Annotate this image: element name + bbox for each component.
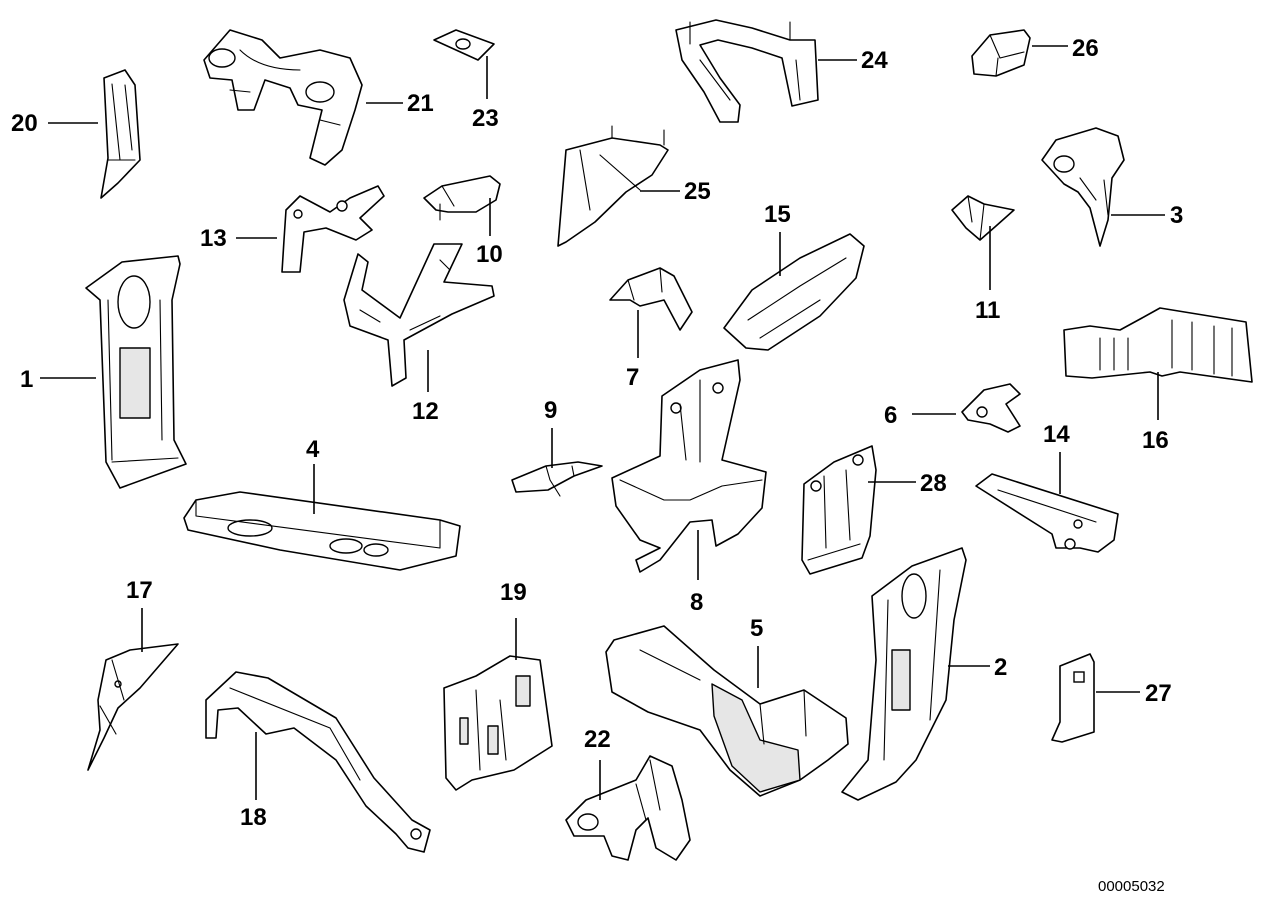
part-9 bbox=[511, 461, 603, 497]
callout-11: 11 bbox=[975, 226, 1000, 324]
part-number-8: 8 bbox=[690, 589, 703, 616]
part-number-19: 19 bbox=[500, 579, 527, 606]
part-number-21: 21 bbox=[407, 90, 434, 117]
part-number-26: 26 bbox=[1072, 35, 1099, 62]
callout-19: 19 bbox=[500, 579, 527, 660]
callout-1: 1 bbox=[20, 366, 96, 393]
callout-28: 28 bbox=[868, 470, 947, 497]
part-number-2: 2 bbox=[994, 654, 1007, 681]
part-number-1: 1 bbox=[20, 366, 33, 393]
part-number-17: 17 bbox=[126, 577, 153, 604]
part-2 bbox=[841, 547, 967, 801]
callout-10: 10 bbox=[476, 198, 503, 268]
part-17 bbox=[87, 643, 179, 771]
part-7 bbox=[609, 267, 693, 331]
part-number-22: 22 bbox=[584, 726, 611, 753]
callout-8: 8 bbox=[690, 530, 703, 616]
part-24 bbox=[675, 19, 819, 123]
document-id: 00005032 bbox=[1098, 878, 1165, 895]
part-12 bbox=[343, 243, 495, 387]
part-number-23: 23 bbox=[472, 105, 499, 132]
part-number-10: 10 bbox=[476, 241, 503, 268]
part-number-11: 11 bbox=[975, 297, 1000, 324]
part-number-24: 24 bbox=[861, 47, 888, 74]
callout-18: 18 bbox=[240, 732, 267, 831]
part-18 bbox=[205, 671, 431, 853]
part-5 bbox=[605, 625, 849, 797]
part-11 bbox=[951, 195, 1015, 241]
part-22 bbox=[565, 755, 691, 861]
callout-21: 21 bbox=[366, 90, 434, 117]
callout-24: 24 bbox=[818, 47, 888, 74]
part-number-9: 9 bbox=[544, 397, 557, 424]
part-number-27: 27 bbox=[1145, 680, 1172, 707]
part-number-14: 14 bbox=[1043, 421, 1070, 448]
part-number-4: 4 bbox=[306, 436, 320, 463]
part-28 bbox=[801, 445, 877, 575]
part-number-25: 25 bbox=[684, 178, 711, 205]
part-number-12: 12 bbox=[412, 398, 439, 425]
part-16 bbox=[1063, 307, 1253, 383]
part-number-3: 3 bbox=[1170, 202, 1183, 229]
part-14 bbox=[975, 473, 1119, 553]
callout-2: 2 bbox=[948, 654, 1007, 681]
callout-7: 7 bbox=[626, 310, 639, 391]
part-number-6: 6 bbox=[884, 402, 897, 429]
callout-22: 22 bbox=[584, 726, 611, 800]
part-4 bbox=[183, 491, 461, 571]
part-3 bbox=[1041, 127, 1125, 247]
callout-26: 26 bbox=[1032, 35, 1099, 62]
callout-3: 3 bbox=[1111, 202, 1183, 229]
part-23 bbox=[433, 29, 495, 61]
part-number-5: 5 bbox=[750, 615, 763, 642]
part-19 bbox=[443, 655, 553, 791]
part-27 bbox=[1051, 653, 1095, 743]
callout-9: 9 bbox=[544, 397, 557, 468]
callout-20: 20 bbox=[11, 110, 98, 137]
part-15 bbox=[723, 233, 865, 351]
callout-13: 13 bbox=[200, 225, 277, 252]
part-6 bbox=[961, 383, 1021, 433]
callout-15: 15 bbox=[764, 201, 791, 276]
callout-4: 4 bbox=[306, 436, 320, 514]
part-21 bbox=[203, 29, 363, 166]
part-number-18: 18 bbox=[240, 804, 267, 831]
part-1 bbox=[85, 255, 187, 489]
part-13 bbox=[281, 185, 385, 273]
callout-17: 17 bbox=[126, 577, 153, 652]
part-8 bbox=[611, 359, 767, 573]
callout-14: 14 bbox=[1043, 421, 1070, 494]
part-number-16: 16 bbox=[1142, 427, 1169, 454]
part-number-20: 20 bbox=[11, 110, 38, 137]
part-number-28: 28 bbox=[920, 470, 947, 497]
part-number-13: 13 bbox=[200, 225, 227, 252]
callout-27: 27 bbox=[1096, 680, 1172, 707]
callout-25: 25 bbox=[640, 178, 711, 205]
callout-6: 6 bbox=[884, 402, 956, 429]
part-10 bbox=[423, 175, 501, 221]
callout-16: 16 bbox=[1142, 372, 1169, 454]
callout-5: 5 bbox=[750, 615, 763, 688]
callout-12: 12 bbox=[412, 350, 439, 425]
part-number-15: 15 bbox=[764, 201, 791, 228]
part-number-7: 7 bbox=[626, 364, 639, 391]
part-20 bbox=[100, 69, 141, 199]
part-25 bbox=[557, 125, 669, 247]
callout-23: 23 bbox=[472, 56, 499, 132]
part-26 bbox=[971, 29, 1031, 77]
